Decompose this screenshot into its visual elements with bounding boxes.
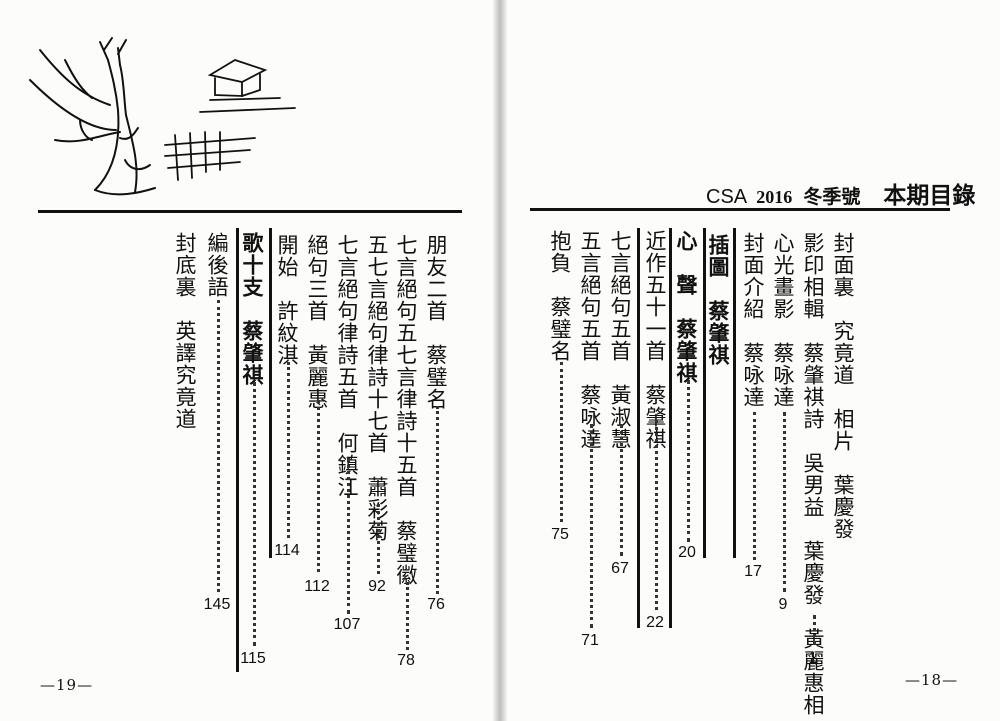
section-bar <box>236 228 239 672</box>
page-number: 71 <box>581 632 599 649</box>
toc-entry[interactable]: 抱負 蔡璧名 <box>548 230 572 362</box>
toc-entry[interactable]: 朋友二首 蔡璧名 <box>424 234 448 410</box>
toc-entry[interactable]: 封面裏 究竟道 相片 葉慶發 <box>831 232 855 540</box>
book-spine <box>493 0 507 721</box>
page-folio-right: —18— <box>905 671 959 689</box>
dot-leader <box>253 382 256 646</box>
dot-leader <box>347 458 350 614</box>
left-header-rule <box>38 210 462 213</box>
page-number: 22 <box>646 614 664 631</box>
toc-entry[interactable]: 五七言絕句律詩十七首 蕭彩菊 <box>365 234 389 542</box>
dot-leader <box>317 400 320 572</box>
page-number: 114 <box>274 542 300 559</box>
dot-leader <box>287 362 290 538</box>
toc-entry[interactable]: 開始 許紋淇 <box>275 234 299 366</box>
toc-entry[interactable]: 歌十支 蔡肇祺 <box>240 232 265 386</box>
toc-entry[interactable]: 編後語 <box>205 232 229 298</box>
right-page <box>504 0 1000 721</box>
page-number: 67 <box>611 560 629 577</box>
dot-leader <box>620 424 623 556</box>
page-number: 145 <box>203 596 231 613</box>
toc-entry[interactable]: 心 聲 蔡肇祺 <box>674 230 699 384</box>
toc-entry[interactable]: 插圖 蔡肇祺 <box>706 234 731 366</box>
toc-entry[interactable]: 七言絕句律詩五首 何鎮江 <box>335 234 359 498</box>
dot-leader <box>377 504 380 574</box>
page-number: 76 <box>427 596 445 613</box>
page-number: 78 <box>397 652 415 669</box>
section-bar <box>637 228 640 628</box>
section-bar <box>733 228 736 558</box>
section-bar <box>669 228 672 628</box>
tree-sketch-illustration <box>29 37 296 196</box>
dot-leader <box>655 420 658 610</box>
page-number: 9 <box>778 596 788 613</box>
toc-entry[interactable]: 近作五十一首 蔡肇祺 <box>643 230 667 450</box>
dot-leader <box>436 406 439 594</box>
page-number: 1 <box>808 650 818 667</box>
dot-leader <box>783 412 786 592</box>
dot-leader <box>217 300 220 592</box>
page-number: 115 <box>240 650 266 667</box>
section-bar <box>269 228 272 558</box>
section-bar <box>703 228 706 558</box>
magazine-name: CSA <box>706 186 748 208</box>
toc-entry[interactable]: 絕句三首 黃麗惠 <box>305 234 329 410</box>
page-number: 92 <box>368 578 386 595</box>
page-number: 75 <box>551 526 569 543</box>
toc-entry[interactable]: 七言絕句五首 黃淑慧 <box>608 230 632 450</box>
toc-entry[interactable]: 五言絕句五首 蔡咏達 <box>578 230 602 450</box>
dot-leader <box>590 424 593 628</box>
page-number: 107 <box>333 616 361 633</box>
toc-entry[interactable]: 心光畫影 蔡咏達 <box>771 232 795 408</box>
page-number: 112 <box>304 578 330 595</box>
toc-entry[interactable]: 封面介紹 蔡咏達 <box>741 232 765 408</box>
right-header-rule <box>530 208 950 211</box>
magazine-header: CSA 2016 冬季號 本期目錄 <box>706 176 975 210</box>
magazine-year: 2016 <box>756 187 793 207</box>
toc-entry[interactable]: 七言絕句五七言律詩十五首 蔡璧徽 <box>394 234 418 586</box>
dot-leader <box>813 615 816 645</box>
dot-leader <box>406 582 409 650</box>
toc-entry[interactable]: 封底裏 英譯究竟道 <box>173 232 197 430</box>
toc-title: 本期目錄 <box>883 182 976 209</box>
dot-leader <box>560 362 563 522</box>
page-number: 17 <box>744 563 762 580</box>
dot-leader <box>753 412 756 560</box>
dot-leader <box>687 380 690 542</box>
page-folio-left: —19— <box>40 676 94 694</box>
page-number: 20 <box>678 544 696 561</box>
magazine-issue: 冬季號 <box>803 186 861 208</box>
